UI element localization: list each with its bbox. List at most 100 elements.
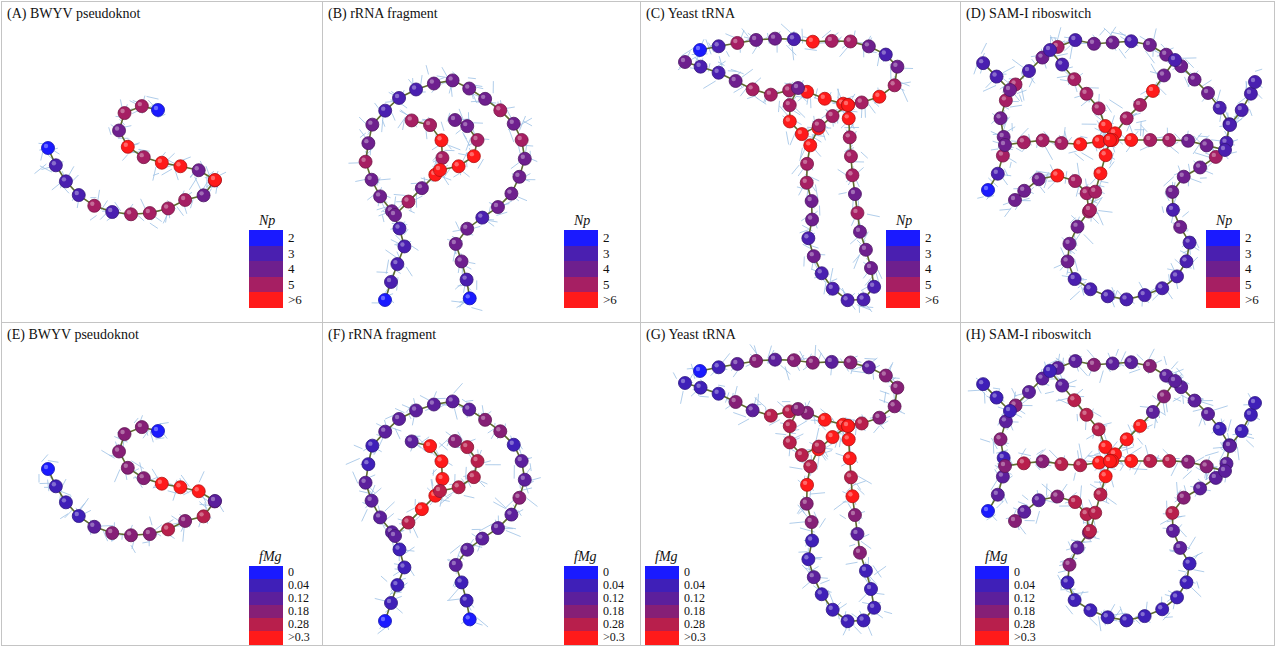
atom-bond — [802, 29, 804, 44]
atom-bond — [509, 129, 514, 143]
atom-bond — [48, 461, 59, 463]
atom-bond — [476, 280, 477, 289]
atom-bond — [873, 565, 881, 577]
atom-bond — [400, 111, 409, 116]
atom-bond — [1069, 151, 1077, 153]
atom-bond — [479, 524, 493, 531]
atom-bond — [421, 75, 422, 85]
atom-bond — [140, 462, 144, 477]
atom-bond — [109, 127, 111, 135]
atom-bond — [441, 122, 444, 131]
atom-bond — [394, 194, 406, 195]
atom-bond — [370, 488, 374, 493]
atom-bond — [857, 484, 861, 490]
atom-bond — [757, 394, 759, 407]
atom-bond — [359, 117, 366, 124]
atom-bond — [699, 396, 708, 398]
atom-bond — [495, 498, 506, 509]
atom-bond — [810, 98, 811, 108]
atom-bond — [162, 169, 172, 175]
atom-bond — [359, 491, 372, 494]
atom-bond — [820, 580, 829, 584]
atom-bond — [1205, 452, 1219, 456]
atom-bond — [796, 121, 801, 124]
atom-bond — [1137, 354, 1143, 360]
atom-bond — [1077, 414, 1079, 421]
atom-bond — [786, 131, 788, 144]
atom-bond — [346, 458, 360, 464]
atom-wireframe — [34, 24, 1262, 636]
atom-bond — [1056, 398, 1068, 401]
atom-bond — [874, 426, 880, 433]
atom-bond — [789, 467, 802, 469]
atom-bond — [475, 623, 483, 626]
atom-bond — [90, 197, 96, 198]
atom-bond — [449, 145, 460, 149]
atom-bond — [797, 421, 807, 427]
atom-bond — [1183, 471, 1192, 479]
atom-bond — [1122, 447, 1133, 451]
atom-bond — [1147, 425, 1153, 427]
atom-bond — [167, 153, 174, 160]
atom-bond — [493, 81, 494, 93]
atom-bond — [1202, 80, 1212, 87]
atom-bond — [878, 270, 882, 279]
atom-bond — [395, 235, 401, 241]
atom-bond — [432, 479, 433, 486]
atom-bond — [830, 268, 833, 283]
atom-bond — [454, 408, 457, 419]
atom-bond — [785, 366, 789, 380]
atom-bond — [403, 118, 405, 130]
atom-bond — [519, 118, 532, 126]
atom-bond — [874, 566, 886, 575]
atom-bond — [858, 476, 872, 484]
atom-bond — [1075, 259, 1078, 271]
atom-bond — [382, 215, 384, 222]
atom-bond — [488, 429, 494, 433]
atom-bond — [485, 464, 501, 465]
atom-bond — [114, 469, 119, 482]
atom-bond — [1084, 234, 1093, 244]
atom-bond — [514, 465, 515, 478]
atom-bond — [1018, 453, 1031, 456]
atom-bond — [1228, 419, 1231, 431]
atom-bond — [1129, 123, 1132, 133]
atom-bond — [673, 372, 676, 378]
atom-bond — [1018, 502, 1028, 506]
atom-bond — [1116, 349, 1119, 356]
atom-bond — [1070, 46, 1072, 59]
atom-bond — [1134, 129, 1144, 130]
atom-bond — [1005, 208, 1012, 217]
atom-bond — [477, 618, 488, 627]
atom-bond — [803, 256, 804, 266]
atom-bond — [1149, 349, 1155, 360]
atom-bond — [997, 501, 1004, 508]
atom-bond — [395, 408, 404, 412]
atom-bond — [450, 545, 460, 553]
atom-bond — [1193, 570, 1204, 572]
atom-bond — [1155, 418, 1156, 428]
atom-bond — [865, 108, 866, 118]
atom-bond — [1021, 86, 1024, 100]
atom-bond — [1101, 181, 1109, 182]
atom-bond — [1075, 153, 1084, 160]
atom-bond — [456, 222, 460, 230]
atom-bond — [817, 455, 819, 470]
atom-bond — [199, 471, 204, 482]
atom-bond — [40, 483, 50, 484]
atom-bond — [792, 165, 800, 174]
atom-bond — [880, 391, 889, 394]
atom-bond — [687, 368, 695, 370]
atom-bond — [1019, 95, 1022, 102]
atom-bond — [839, 437, 840, 447]
atom-bond — [1042, 484, 1054, 494]
atom-bond — [742, 28, 748, 36]
atom-bond — [90, 215, 97, 220]
atom-bond — [786, 45, 796, 55]
atom-bond — [530, 463, 531, 471]
atom-bond — [38, 474, 39, 482]
atom-bond — [725, 34, 734, 38]
atom-bond — [1182, 212, 1188, 217]
atom-bond — [142, 542, 150, 543]
atom-bond — [1087, 350, 1095, 359]
